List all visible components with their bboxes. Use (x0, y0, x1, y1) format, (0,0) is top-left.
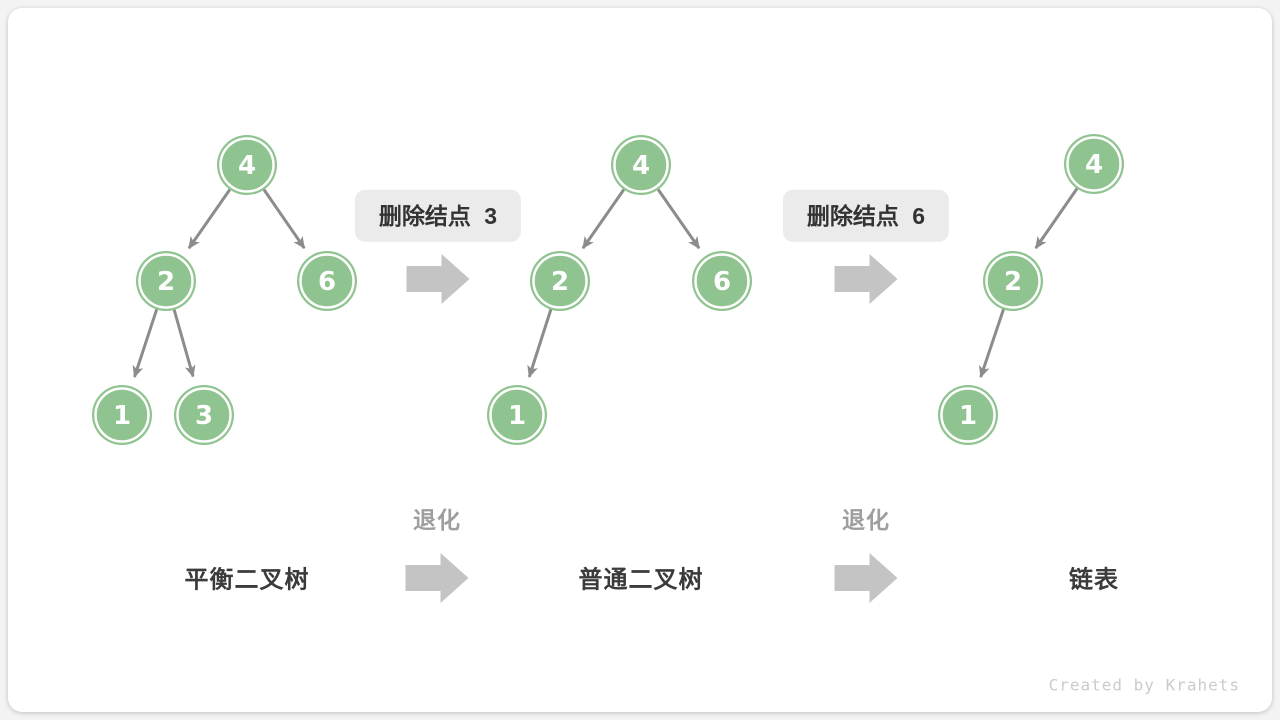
tree-node-1: 1 (938, 385, 998, 445)
tree-edge-2-3 (172, 308, 196, 378)
step-label-delete-node-6: 删除结点 6 (782, 189, 950, 243)
tree-edge-4-2 (1034, 186, 1079, 249)
caption-balanced-binary-tree: 平衡二叉树 (184, 566, 310, 594)
tree-node-4: 4 (611, 135, 671, 195)
tree-edge-4-2 (187, 187, 232, 250)
node-value: 2 (157, 267, 175, 297)
node-value: 2 (1004, 267, 1022, 297)
degrade-label-1: 退化 (413, 507, 461, 533)
node-value: 1 (113, 401, 131, 431)
tree-ordinary-binary-tree-nodes: 4 2 6 1 (487, 135, 752, 445)
tree-ordinary-binary-tree (527, 187, 701, 378)
watermark-credit: Created by Krahets (1048, 675, 1240, 695)
tree-edge-2-1 (527, 308, 553, 378)
tree-balanced-binary-tree-nodes: 4 2 6 1 3 (92, 135, 357, 445)
node-value: 2 (551, 267, 569, 297)
tree-node-4: 4 (217, 135, 277, 195)
caption-linked-list: 链表 (1069, 566, 1119, 594)
diagram-card (8, 8, 1272, 712)
degrade-label-2: 退化 (842, 507, 890, 533)
tree-linked-list-nodes: 4 2 1 (938, 134, 1124, 445)
tree-balanced-binary-tree (132, 187, 306, 378)
block-arrow-right-3 (405, 553, 469, 603)
tree-edge-2-1 (979, 308, 1006, 379)
tree-edges-layer (132, 186, 1079, 379)
tree-edge-4-6 (656, 187, 701, 250)
tree-linked-list (979, 186, 1079, 379)
node-value: 4 (632, 151, 650, 181)
node-value: 3 (195, 401, 213, 431)
block-arrow-right-2 (834, 254, 898, 304)
block-arrow-right-1 (406, 254, 470, 304)
tree-node-4: 4 (1064, 134, 1124, 194)
node-value: 4 (1085, 150, 1103, 180)
tree-edge-4-2 (581, 187, 626, 250)
tree-node-1: 1 (92, 385, 152, 445)
node-value: 1 (508, 401, 526, 431)
tree-nodes-layer: 4 2 6 1 3 4 2 6 1 4 2 1 (92, 134, 1124, 445)
tree-node-6: 6 (297, 251, 357, 311)
tree-edge-4-6 (262, 188, 306, 249)
tree-node-1: 1 (487, 385, 547, 445)
block-arrow-right-4 (834, 553, 898, 603)
tree-edge-2-1 (132, 308, 159, 378)
block-arrows-layer (405, 254, 898, 603)
tree-node-2: 2 (983, 251, 1043, 311)
tree-node-2: 2 (136, 251, 196, 311)
tree-node-2: 2 (530, 251, 590, 311)
tree-node-6: 6 (692, 251, 752, 311)
tree-node-3: 3 (174, 385, 234, 445)
node-value: 4 (238, 151, 256, 181)
node-value: 6 (318, 267, 336, 297)
node-value: 1 (959, 401, 977, 431)
step-label-delete-node-3: 删除结点 3 (354, 189, 522, 243)
caption-ordinary-binary-tree: 普通二叉树 (578, 566, 704, 594)
node-value: 6 (713, 267, 731, 297)
